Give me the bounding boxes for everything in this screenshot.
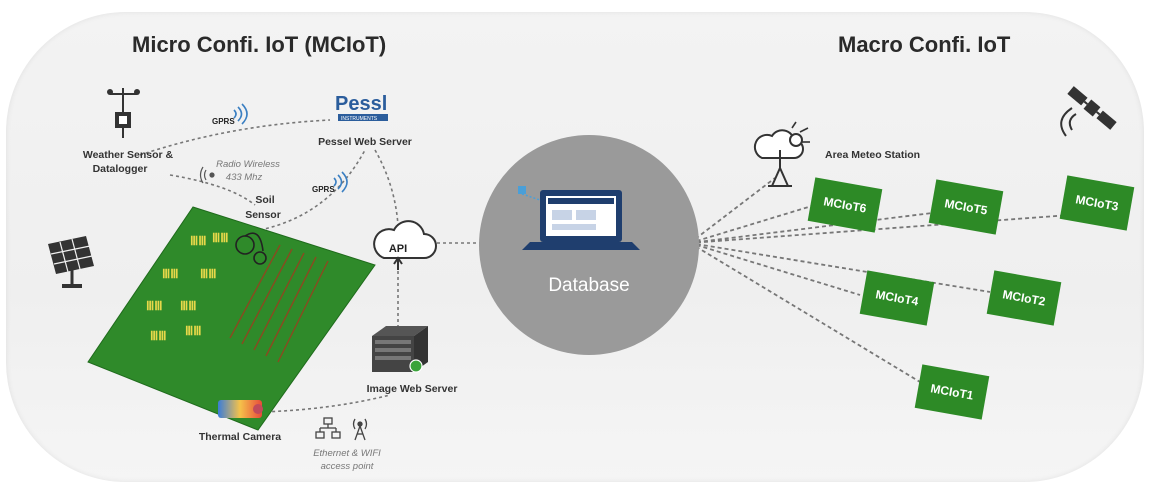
mciot-node-5: MCIoT5: [928, 179, 1004, 235]
access-point-label: access point: [321, 461, 374, 472]
pessl-logo: Pessl INSTRUMENTS: [335, 93, 388, 122]
crop-field: ⅢⅢ ⅢⅢ ⅢⅢ ⅢⅢ ⅢⅢ ⅢⅢ ⅢⅢ ⅢⅢ: [87, 206, 376, 431]
gprs-label-1: GPRS: [212, 117, 235, 126]
database-label: Database: [548, 275, 629, 296]
satellite-signal-icon: [1060, 107, 1077, 137]
pessel-web-server-label: Pessel Web Server: [318, 136, 412, 148]
antenna-icon: [352, 418, 368, 441]
database-node: Database: [479, 135, 699, 355]
api-label: API: [389, 243, 407, 255]
svg-text:ⅢⅢ: ⅢⅢ: [212, 231, 229, 245]
network-icon: [315, 417, 341, 439]
camera-icon: [218, 400, 263, 418]
macro-title: Macro Confi. IoT: [838, 32, 1011, 57]
svg-text:ⅢⅢ: ⅢⅢ: [150, 329, 167, 343]
micro-connections: [139, 119, 480, 413]
solar-panel-icon: [48, 236, 94, 288]
radio-frequency-label: 433 Mhz: [226, 172, 263, 183]
weather-station-icon: [107, 88, 140, 138]
wifi-signal-icon: [333, 171, 348, 193]
area-meteo-station-icon: [753, 121, 810, 187]
svg-text:ⅢⅢ: ⅢⅢ: [190, 234, 207, 248]
link-camera-to-image-server: [259, 394, 391, 413]
wifi-signal-icon: [233, 103, 248, 125]
svg-text:ⅢⅢ: ⅢⅢ: [200, 267, 217, 281]
link-db-mciot2: [689, 242, 991, 293]
radio-wave-icon: [199, 166, 215, 184]
mciot-node-2: MCIoT2: [986, 270, 1062, 326]
datalogger-label: Datalogger: [93, 163, 148, 175]
laptop-icon: [518, 186, 640, 250]
gprs-label-2: GPRS: [312, 185, 335, 194]
mciot-node-6: MCIoT6: [807, 177, 883, 233]
link-db-area-meteo: [689, 177, 776, 244]
soil-sensor-label-2: Sensor: [245, 209, 281, 221]
link-db-mciot6: [689, 204, 816, 244]
cloud-icon: [373, 220, 437, 270]
link-weather-to-soil: [169, 174, 256, 206]
svg-text:ⅢⅢ: ⅢⅢ: [162, 267, 179, 281]
mciot-nodes: MCIoT6 MCIoT5 MCIoT3 MCIoT4 MCIoT2 MCIoT…: [807, 175, 1135, 420]
area-meteo-station-label: Area Meteo Station: [825, 149, 920, 161]
macro-connections: [689, 177, 1071, 386]
satellite-icon: [1067, 86, 1117, 130]
svg-text:ⅢⅢ: ⅢⅢ: [180, 299, 197, 313]
radio-wireless-label: Radio Wireless: [216, 159, 280, 170]
link-db-mciot1: [689, 242, 926, 386]
link-db-mciot4: [689, 242, 861, 296]
micro-title: Micro Confi. IoT (MCIoT): [132, 32, 386, 57]
soil-sensor-label-1: Soil: [255, 194, 274, 206]
link-soil-to-pessl: [259, 149, 366, 231]
weather-sensor-label: Weather Sensor &: [83, 149, 174, 161]
link-pessl-to-api: [374, 149, 399, 226]
svg-text:ⅢⅢ: ⅢⅢ: [185, 324, 202, 338]
server-icon: [372, 326, 428, 373]
thermal-camera-label: Thermal Camera: [199, 431, 281, 443]
mciot-node-1: MCIoT1: [914, 364, 990, 420]
soil-sensor-icon: [235, 232, 267, 265]
link-db-mciot3: [689, 214, 1071, 244]
svg-text:Pessl: Pessl: [335, 93, 387, 115]
svg-text:INSTRUMENTS: INSTRUMENTS: [341, 116, 378, 122]
svg-text:ⅢⅢ: ⅢⅢ: [146, 299, 163, 313]
link-weather-to-pessl: [139, 119, 331, 156]
mciot-node-3: MCIoT3: [1059, 175, 1135, 231]
ethernet-wifi-label: Ethernet & WIFI: [313, 448, 381, 459]
mciot-node-4: MCIoT4: [859, 270, 935, 326]
image-web-server-label: Image Web Server: [367, 383, 458, 395]
